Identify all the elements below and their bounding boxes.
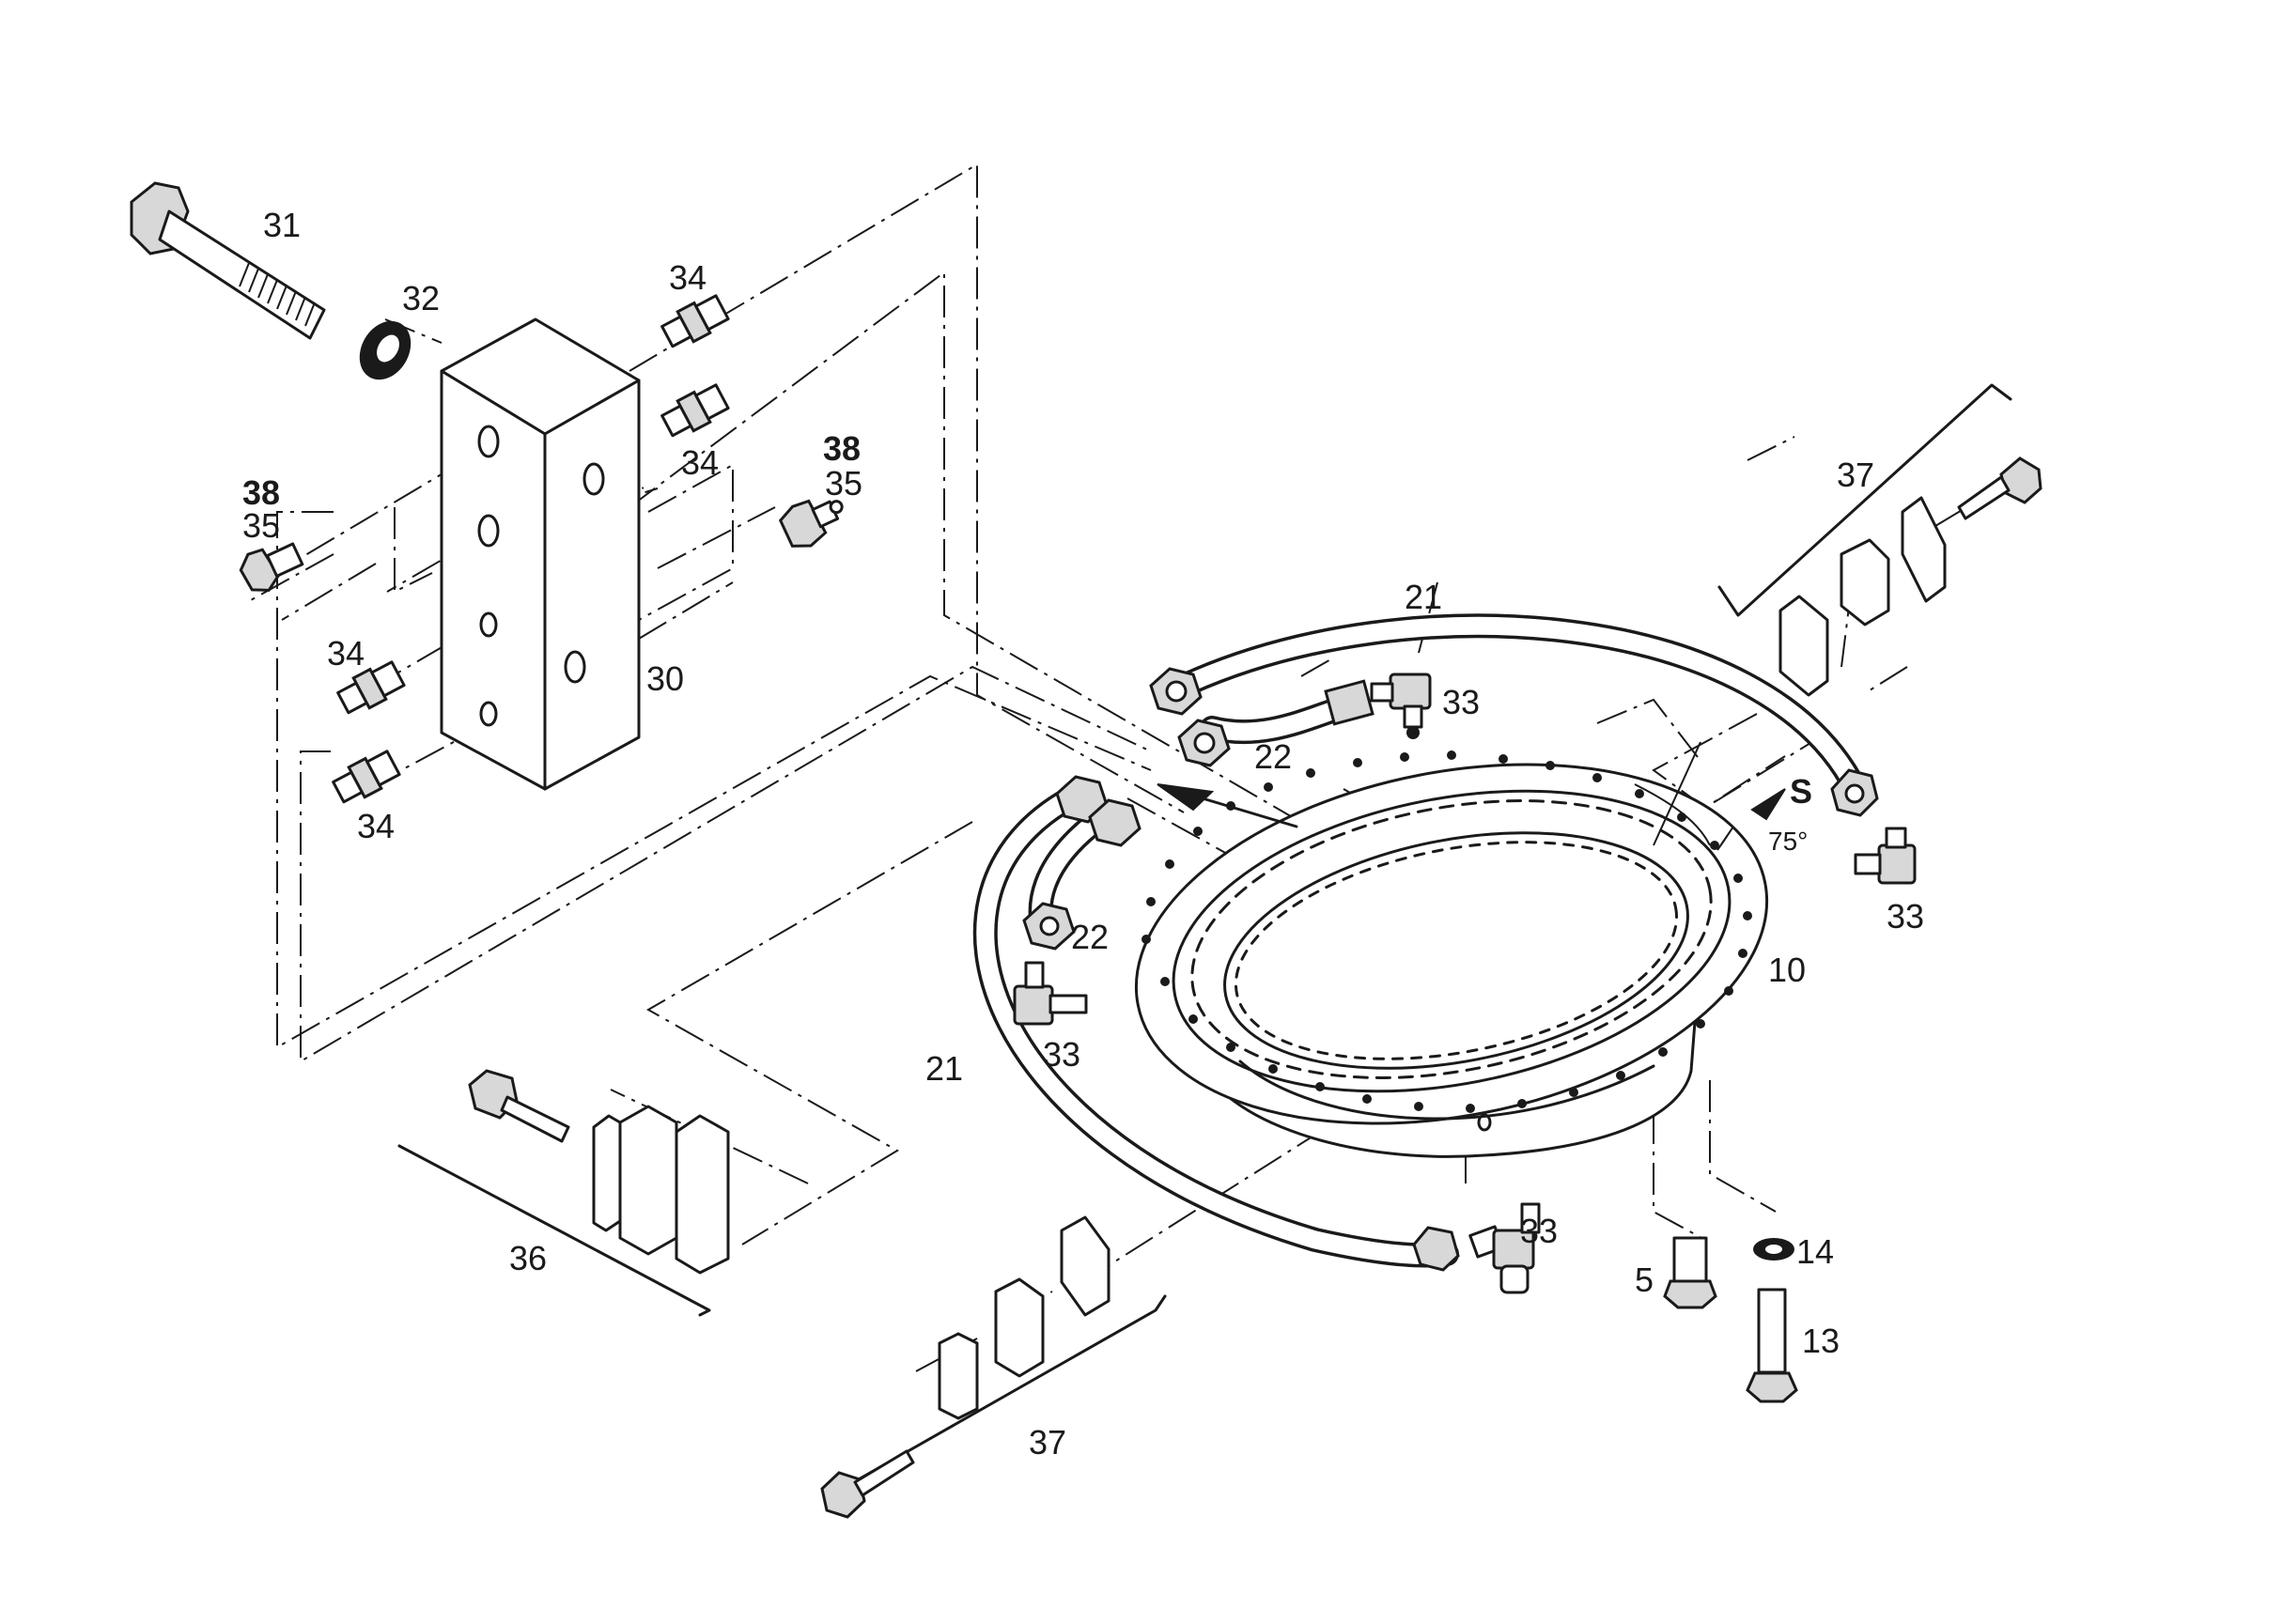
washer-32 — [359, 320, 412, 380]
label-22-left: 22 — [1071, 918, 1109, 956]
elbow-33-right — [1854, 827, 1917, 885]
elbow-33-top — [1370, 673, 1432, 739]
hose-nut-22-b — [1177, 719, 1231, 767]
label-32: 32 — [402, 279, 440, 317]
clamp-set-37-bottom — [820, 1215, 1167, 1519]
hose-nut-22-a — [1149, 667, 1203, 716]
label-34-upper: 34 — [681, 443, 719, 482]
label-13: 13 — [1802, 1322, 1840, 1360]
label-33-left: 33 — [1043, 1035, 1080, 1074]
label-angle-75: 75° — [1768, 827, 1808, 856]
clamp-set-37-top — [1717, 383, 2042, 697]
part-labels: 31 32 34 34 34 34 38 35 38 35 30 21 21 2… — [242, 206, 1924, 1462]
hose-nut-21-lower-end — [1412, 1226, 1460, 1272]
nipple-35-left — [239, 542, 304, 592]
label-37-top: 37 — [1837, 456, 1874, 494]
screw-5 — [1663, 1236, 1717, 1309]
label-33-right: 33 — [1887, 897, 1924, 936]
label-34-top: 34 — [669, 258, 707, 297]
label-33-top: 33 — [1442, 683, 1480, 721]
nipple-35-right — [778, 499, 844, 548]
bolt-31 — [130, 181, 326, 340]
hose-21-lower — [972, 791, 1459, 1268]
hose-21-upper — [1172, 613, 1868, 801]
label-36: 36 — [509, 1239, 547, 1277]
label-31: 31 — [263, 206, 301, 244]
hose-collar-22 — [1324, 679, 1374, 726]
label-10: 10 — [1768, 951, 1806, 989]
label-38-left: 38 — [242, 473, 280, 512]
label-22-top: 22 — [1254, 737, 1292, 776]
fitting-34-upper — [660, 383, 730, 438]
label-35-right: 35 — [825, 464, 862, 503]
elbow-33-left — [1013, 961, 1088, 1026]
label-37-bottom: 37 — [1029, 1423, 1066, 1462]
label-14: 14 — [1796, 1232, 1834, 1271]
label-34-lower: 34 — [357, 807, 395, 845]
slewing-ring-10 — [1134, 750, 1769, 1158]
label-38-right: 38 — [823, 429, 861, 468]
label-5: 5 — [1635, 1261, 1654, 1299]
label-34-middle: 34 — [327, 634, 365, 673]
hose-nut-21-end — [1830, 768, 1879, 817]
clamp-set-36 — [397, 1069, 730, 1317]
label-21-top: 21 — [1405, 578, 1442, 616]
washer-14 — [1753, 1238, 1794, 1261]
angle-marker — [1157, 741, 1786, 851]
label-21-left: 21 — [925, 1049, 963, 1088]
label-30: 30 — [646, 659, 684, 698]
elbow-33-bottom — [1468, 1202, 1541, 1294]
fitting-34-lower — [332, 750, 401, 804]
fitting-34-top — [660, 294, 730, 348]
hose-nut-22-e — [1022, 902, 1076, 951]
fitting-34-middle — [336, 660, 406, 715]
bolt-13 — [1746, 1288, 1798, 1403]
label-S: S — [1790, 772, 1812, 811]
label-33-bottom: 33 — [1520, 1212, 1558, 1250]
hose-nut-22-d — [1088, 798, 1142, 847]
label-35-left: 35 — [242, 506, 280, 545]
distributor-block-30 — [440, 317, 641, 791]
